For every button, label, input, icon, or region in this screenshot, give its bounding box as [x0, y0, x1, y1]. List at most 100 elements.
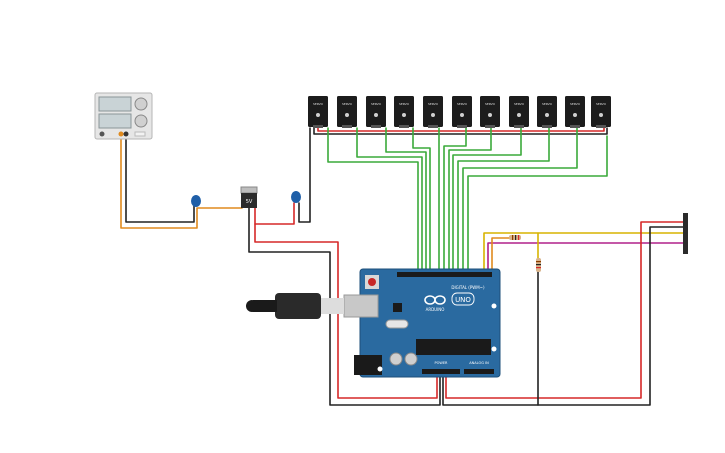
servo-connector[interactable]	[514, 125, 524, 128]
servo-horn[interactable]	[374, 113, 378, 117]
servo-label: SERVO	[313, 102, 324, 106]
resistor-horizontal[interactable]	[509, 235, 521, 240]
signal-wire-4[interactable]	[412, 127, 431, 274]
servo-horn[interactable]	[517, 113, 521, 117]
servo-motor[interactable]: SERVO	[452, 96, 472, 128]
servo-horn[interactable]	[545, 113, 549, 117]
analog-header[interactable]	[464, 369, 494, 374]
servo-label: SERVO	[542, 102, 553, 106]
usb-plug-housing	[343, 294, 379, 318]
servo-horn[interactable]	[431, 113, 435, 117]
signal-wire-8[interactable]	[452, 127, 522, 274]
power-supply-terminal-neg[interactable]	[123, 131, 129, 137]
usb-cable[interactable]	[246, 293, 379, 319]
power-supply-terminal-pos[interactable]	[118, 131, 124, 137]
wire-resistor-orange[interactable]	[491, 237, 511, 274]
board-capacitor-1	[389, 352, 403, 366]
power-supply-display-top	[98, 96, 132, 112]
servo-horn[interactable]	[460, 113, 464, 117]
power-supply-knob-bottom[interactable]	[134, 114, 148, 128]
signal-wire-3[interactable]	[385, 127, 427, 274]
servo-label: SERVO	[399, 102, 410, 106]
capacitor-left[interactable]	[191, 195, 201, 207]
signal-wire-6[interactable]	[443, 127, 467, 274]
servo-label: SERVO	[570, 102, 581, 106]
servo-motor[interactable]: SERVO	[394, 96, 414, 128]
arduino-uno[interactable]: DIGITAL (PWM~) ARDUINO UNO POWER ANALOG …	[354, 268, 501, 378]
servo-connector[interactable]	[313, 125, 323, 128]
wire-supply-orange[interactable]	[120, 133, 243, 229]
servo-connector[interactable]	[542, 125, 552, 128]
servo-motor[interactable]: SERVO	[423, 96, 443, 128]
wire-reg-red-cap[interactable]	[254, 202, 295, 225]
capacitor-right[interactable]	[291, 191, 301, 203]
arduino-brand: ARDUINO	[426, 307, 445, 312]
digital-header[interactable]	[397, 272, 492, 277]
wire-reg-cap2[interactable]	[298, 127, 311, 223]
servo-connector[interactable]	[399, 125, 409, 128]
servo-motor[interactable]: SERVO	[308, 96, 328, 128]
power-supply-switch[interactable]	[99, 131, 105, 137]
wire-servo-bus-black[interactable]	[313, 127, 608, 135]
wire-module-red[interactable]	[445, 221, 685, 399]
servo-body	[394, 96, 414, 127]
reset-button[interactable]	[368, 278, 376, 286]
regulator-body	[241, 193, 257, 208]
servo-horn[interactable]	[488, 113, 492, 117]
servo-group: SERVO SERVO SERVO SERVO SERVO SERVO SERVO SERVO…	[308, 96, 611, 128]
signal-wire-1[interactable]	[327, 127, 419, 274]
voltage-regulator[interactable]: 5V	[240, 186, 258, 208]
servo-motor[interactable]: SERVO	[591, 96, 611, 128]
signal-wire-10[interactable]	[462, 127, 578, 274]
capacitor-right-body	[291, 191, 301, 203]
power-supply-knob-top[interactable]	[134, 97, 148, 111]
servo-connector[interactable]	[371, 125, 381, 128]
analog-header-label: ANALOG IN	[469, 361, 489, 365]
usb-plug-body	[275, 293, 321, 319]
servo-body	[537, 96, 557, 127]
servo-motor[interactable]: SERVO	[509, 96, 529, 128]
wire-servo-bus-red[interactable]	[317, 127, 605, 132]
servo-connector[interactable]	[485, 125, 495, 128]
servo-horn[interactable]	[599, 113, 603, 117]
usb-plug-neck	[321, 298, 344, 314]
regulator-label: 5V	[246, 199, 253, 205]
wire-module-yellow[interactable]	[483, 232, 685, 274]
wire-supply-black[interactable]	[125, 133, 195, 223]
servo-body	[480, 96, 500, 127]
bluetooth-module-header[interactable]	[683, 213, 688, 254]
servo-motor[interactable]: SERVO	[480, 96, 500, 128]
signal-wire-2[interactable]	[356, 127, 423, 274]
wire-module-magenta[interactable]	[487, 242, 685, 274]
mount-hole-1	[491, 303, 497, 309]
signal-wire-7[interactable]	[448, 127, 492, 274]
servo-horn[interactable]	[402, 113, 406, 117]
signal-wire-9[interactable]	[457, 127, 550, 274]
servo-motor[interactable]: SERVO	[337, 96, 357, 128]
wire-reg-black[interactable]	[248, 207, 441, 406]
servo-connector[interactable]	[570, 125, 580, 128]
servo-connector[interactable]	[428, 125, 438, 128]
servo-connector[interactable]	[457, 125, 467, 128]
servo-horn[interactable]	[573, 113, 577, 117]
servo-motor[interactable]: SERVO	[366, 96, 386, 128]
servo-motor[interactable]: SERVO	[565, 96, 585, 128]
power-jack[interactable]	[354, 355, 382, 375]
signal-wire-11[interactable]	[467, 135, 608, 274]
servo-horn[interactable]	[345, 113, 349, 117]
power-supply[interactable]	[94, 92, 153, 140]
capacitor-left-body	[191, 195, 201, 207]
wire-module-black[interactable]	[442, 226, 685, 406]
servo-connector[interactable]	[596, 125, 606, 128]
servo-label: SERVO	[371, 102, 382, 106]
power-supply-display-bottom	[98, 113, 132, 129]
servo-motor[interactable]: SERVO	[537, 96, 557, 128]
servo-horn[interactable]	[316, 113, 320, 117]
servo-label: SERVO	[342, 102, 353, 106]
power-header[interactable]	[422, 369, 460, 374]
servo-body	[509, 96, 529, 127]
wire-reg-red[interactable]	[254, 207, 438, 399]
resistor-vertical[interactable]	[536, 258, 541, 272]
servo-connector[interactable]	[342, 125, 352, 128]
usb-chip	[393, 303, 402, 312]
